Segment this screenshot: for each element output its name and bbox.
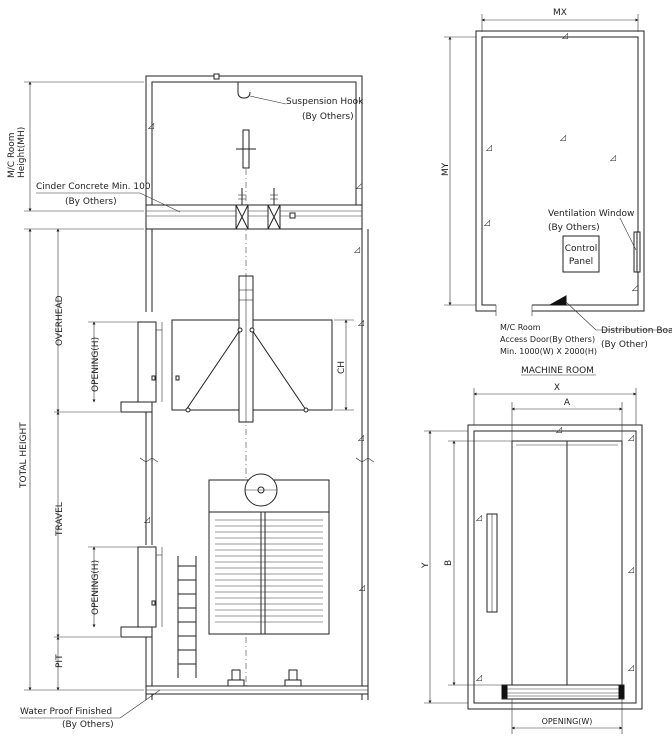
b-label: B: [444, 560, 454, 566]
svg-text:◿: ◿: [555, 425, 562, 434]
svg-text:◿: ◿: [627, 433, 634, 442]
svg-text:◿: ◿: [353, 245, 360, 254]
svg-text:◿: ◿: [355, 181, 362, 190]
control-panel: [562, 235, 600, 273]
a-label: A: [564, 398, 571, 408]
cinder-concrete-label: Cinder Concrete Min. 100: [36, 182, 151, 192]
mx-label: MX: [553, 8, 567, 18]
overhead-label: OVERHEAD: [55, 295, 65, 346]
landing-door-lower: [137, 546, 157, 628]
svg-text:◿: ◿: [609, 153, 616, 162]
svg-text:◿: ◿: [143, 515, 150, 524]
my-label: MY: [441, 162, 451, 176]
ch-label: CH: [337, 361, 347, 374]
svg-text:◿: ◿: [483, 218, 490, 227]
machine-room-title: MACHINE ROOM: [521, 366, 594, 376]
section-view: ◿ ◿ ◿ ◿ ◿ ◿ ◿ Suspension Hook (By Others…: [7, 73, 375, 730]
landing-door-upper: [137, 321, 157, 403]
door-sill-plan: [501, 684, 625, 700]
counterweight-fillers: [215, 519, 323, 623]
hoistway-plan: X A Y B OPENING(W) ◿ ◿ ◿ ◿ ◿ ◿: [421, 383, 643, 734]
total-height-label: TOTAL HEIGHT: [19, 422, 29, 489]
svg-text:◿: ◿: [475, 513, 482, 522]
access-door-label-1: M/C Room: [500, 323, 541, 332]
suspension-hook-label: Suspension Hook: [286, 97, 364, 107]
control-panel-label-1: Control: [565, 244, 598, 254]
counterweight: [208, 479, 330, 635]
mc-room-height-label-1: M/C Room: [7, 132, 17, 178]
machine-room-slab: [145, 204, 363, 230]
svg-text:◿: ◿: [631, 283, 638, 292]
distribution-board-label: Distribution Board: [601, 326, 672, 336]
svg-text:◿: ◿: [485, 143, 492, 152]
svg-text:◿: ◿: [559, 133, 566, 142]
distribution-board-by-label: (By Other): [601, 340, 648, 350]
y-label: Y: [421, 562, 431, 569]
access-door-label-2: Access Door(By Others): [500, 335, 595, 344]
svg-text:◿: ◿: [357, 433, 364, 442]
water-proof-by-label: (By Others): [62, 720, 114, 730]
landing-sill-lower: [120, 626, 153, 638]
distribution-board-icon: [548, 295, 567, 306]
pit-ladder: [177, 556, 197, 678]
machine-room-plan: Control Panel MX MY Ventilation Window (…: [441, 8, 672, 376]
x-label: X: [554, 383, 560, 393]
suspension-hook-by-label: (By Others): [302, 112, 354, 122]
svg-text:◿: ◿: [627, 565, 634, 574]
opening-w-label: OPENING(W): [542, 717, 593, 726]
control-panel-label-2: Panel: [569, 257, 593, 267]
svg-text:◿: ◿: [475, 673, 482, 682]
ventilation-window-label: Ventilation Window: [548, 209, 634, 219]
suspension-hook-icon: [237, 82, 251, 99]
ventilation-window-by-label: (By Others): [548, 223, 600, 233]
access-door-label-3: Min. 1000(W) X 2000(H): [500, 347, 597, 356]
mc-room-height-label-2: Height(MH): [17, 127, 27, 178]
travel-label: TRAVEL: [55, 502, 65, 537]
water-proof-label: Water Proof Finished: [20, 707, 112, 717]
opening-h-lower-label: OPENING(H): [91, 560, 101, 615]
svg-text:◿: ◿: [357, 318, 364, 327]
svg-text:◿: ◿: [561, 31, 568, 40]
svg-text:◿: ◿: [627, 663, 634, 672]
svg-text:◿: ◿: [147, 121, 154, 130]
pit-label: PIT: [55, 654, 65, 668]
cinder-concrete-by-label: (By Others): [65, 197, 117, 207]
landing-sill-upper: [120, 401, 153, 413]
opening-h-upper-label: OPENING(H): [91, 337, 101, 392]
svg-text:◿: ◿: [358, 583, 365, 592]
